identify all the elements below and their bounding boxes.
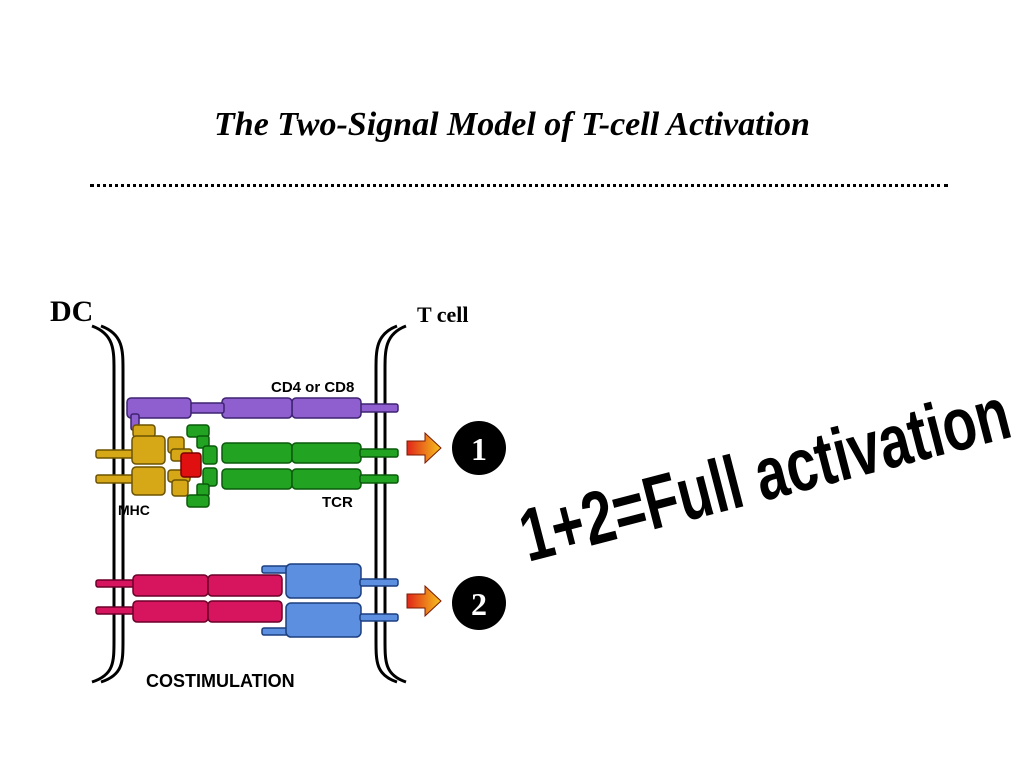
signal-2-arrow-icon (406, 584, 442, 618)
mhc-molecule (95, 424, 193, 497)
signal-2-badge (452, 576, 506, 630)
slide-title: The Two-Signal Model of T-cell Activatio… (214, 106, 810, 143)
signal-1-badge (452, 421, 506, 475)
dc-membrane (91, 324, 125, 684)
cd4-label: CD4 or CD8 (271, 379, 354, 396)
signal-2-number: 2 (471, 586, 487, 622)
dotted-divider (90, 184, 948, 187)
tcell-label: T cell (417, 302, 469, 327)
signal-1-arrow-icon (406, 431, 442, 465)
costim-ligand (95, 574, 283, 623)
tcell-membrane (374, 324, 407, 684)
costim-receptor (261, 563, 399, 638)
full-activation-text: 1+2=Full activation (511, 371, 1018, 578)
tcr-label: TCR (322, 494, 353, 511)
signal-1-number: 1 (471, 431, 487, 467)
costimulation-label: COSTIMULATION (146, 671, 295, 691)
dc-label: DC (50, 295, 93, 328)
mhc-label: MHC (118, 502, 150, 518)
cd4-coreceptor (126, 397, 399, 431)
tcr-receptor (186, 424, 399, 508)
peptide-antigen (180, 452, 202, 478)
